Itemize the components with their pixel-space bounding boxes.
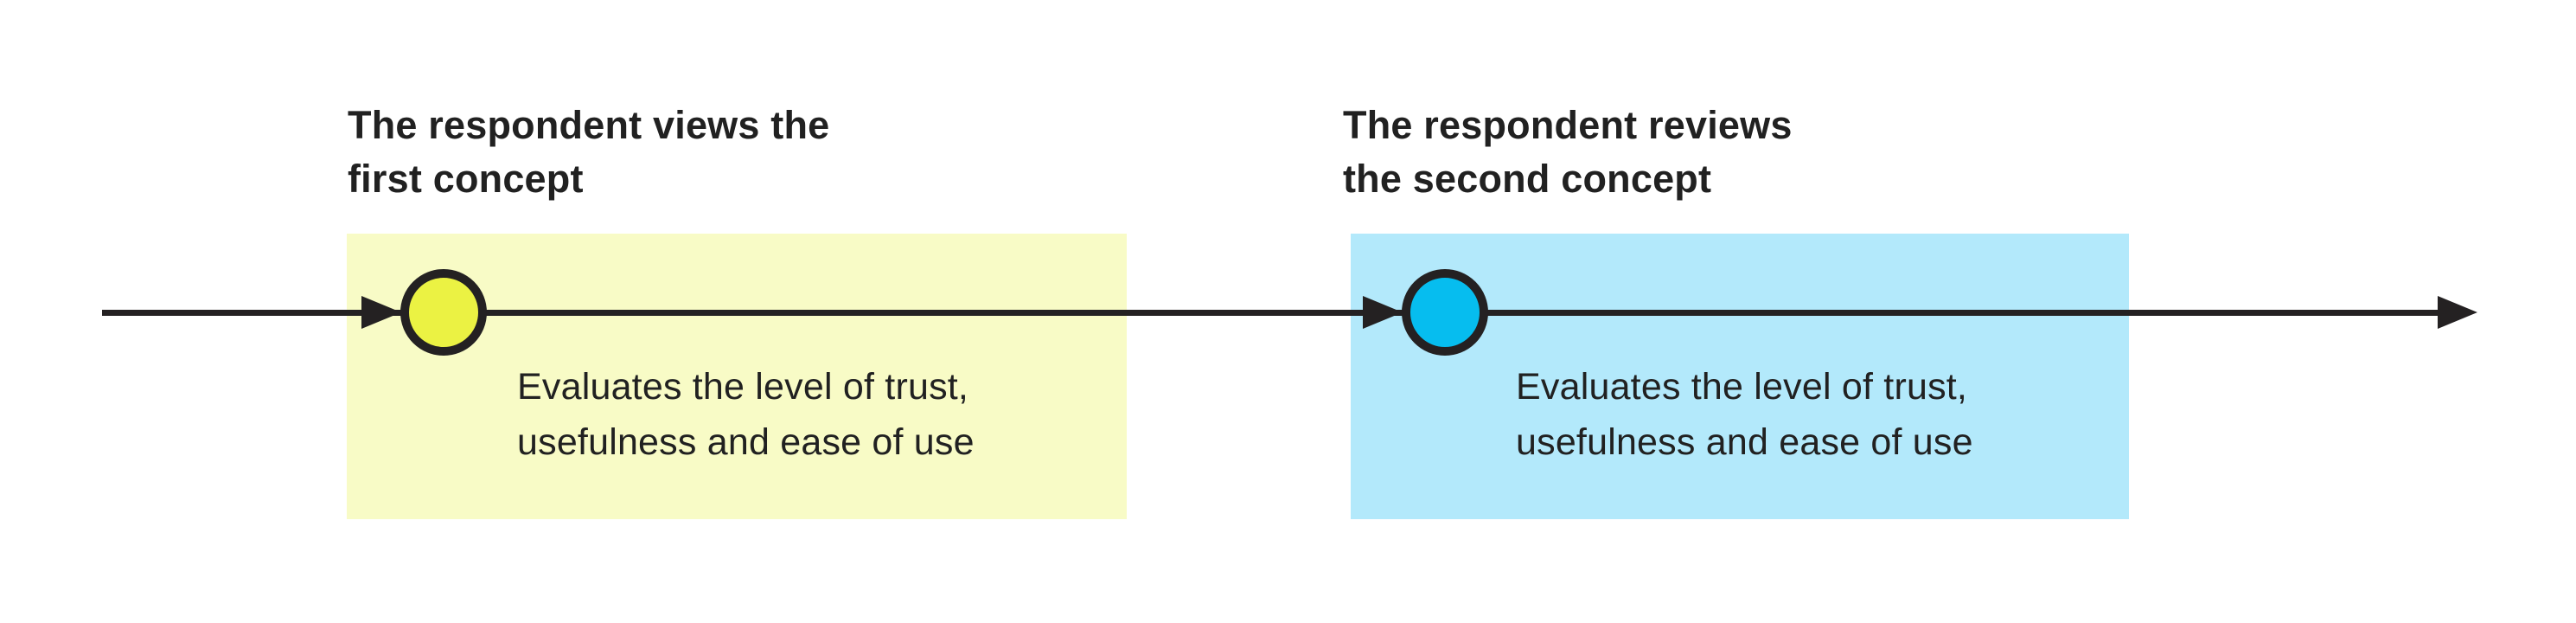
- timeline-line: [102, 310, 2440, 316]
- second-concept-description-line2: usefulness and ease of use: [1516, 421, 1973, 463]
- first-concept-label: The respondent views the first concept: [348, 99, 829, 206]
- second-concept-highlight: [1351, 234, 2129, 519]
- first-concept-description-line2: usefulness and ease of use: [517, 421, 975, 463]
- first-concept-label-line1: The respondent views the: [348, 103, 830, 147]
- arrowhead-icon: [2438, 296, 2477, 329]
- second-concept-description: Evaluates the level of trust, usefulness…: [1516, 359, 1973, 470]
- first-concept-description-line1: Evaluates the level of trust,: [517, 366, 969, 408]
- first-concept-label-line2: first concept: [348, 157, 584, 201]
- second-concept-marker: [1402, 269, 1488, 356]
- second-concept-label-line2: the second concept: [1343, 157, 1712, 201]
- second-concept-description-line1: Evaluates the level of trust,: [1516, 366, 1968, 408]
- second-concept-label: The respondent reviews the second concep…: [1343, 99, 1793, 206]
- first-concept-description: Evaluates the level of trust, usefulness…: [517, 359, 975, 470]
- first-concept-highlight: [347, 234, 1127, 519]
- first-concept-marker: [400, 269, 487, 356]
- second-concept-label-line1: The respondent reviews: [1343, 103, 1793, 147]
